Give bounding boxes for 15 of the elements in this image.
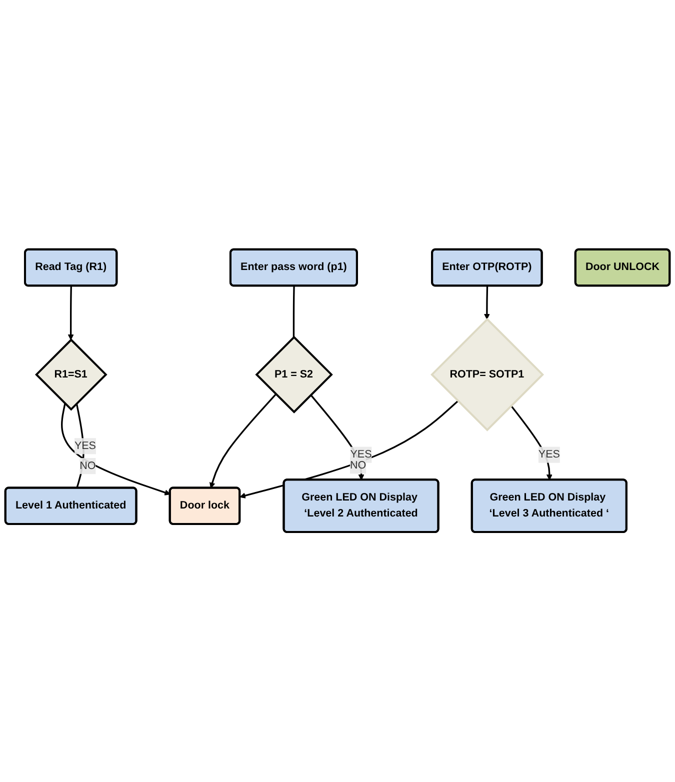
arrow bbox=[210, 394, 277, 489]
arrow bbox=[310, 394, 364, 481]
arrow bbox=[484, 286, 490, 320]
node-diamond: ROTP= SOTP1 bbox=[430, 318, 544, 432]
arrow bbox=[68, 286, 74, 340]
edge-label: YES bbox=[74, 440, 96, 452]
edge-label: NO bbox=[350, 460, 366, 472]
edge-label: YES bbox=[538, 449, 560, 460]
connector bbox=[292, 286, 295, 338]
arrow bbox=[240, 400, 459, 499]
node-diamond: P1 = S2 bbox=[255, 336, 333, 414]
node-diamond: R1=S1 bbox=[35, 338, 108, 412]
edge-label: YES bbox=[350, 449, 372, 460]
edge-label: NO bbox=[80, 460, 96, 472]
arrow bbox=[510, 406, 552, 481]
